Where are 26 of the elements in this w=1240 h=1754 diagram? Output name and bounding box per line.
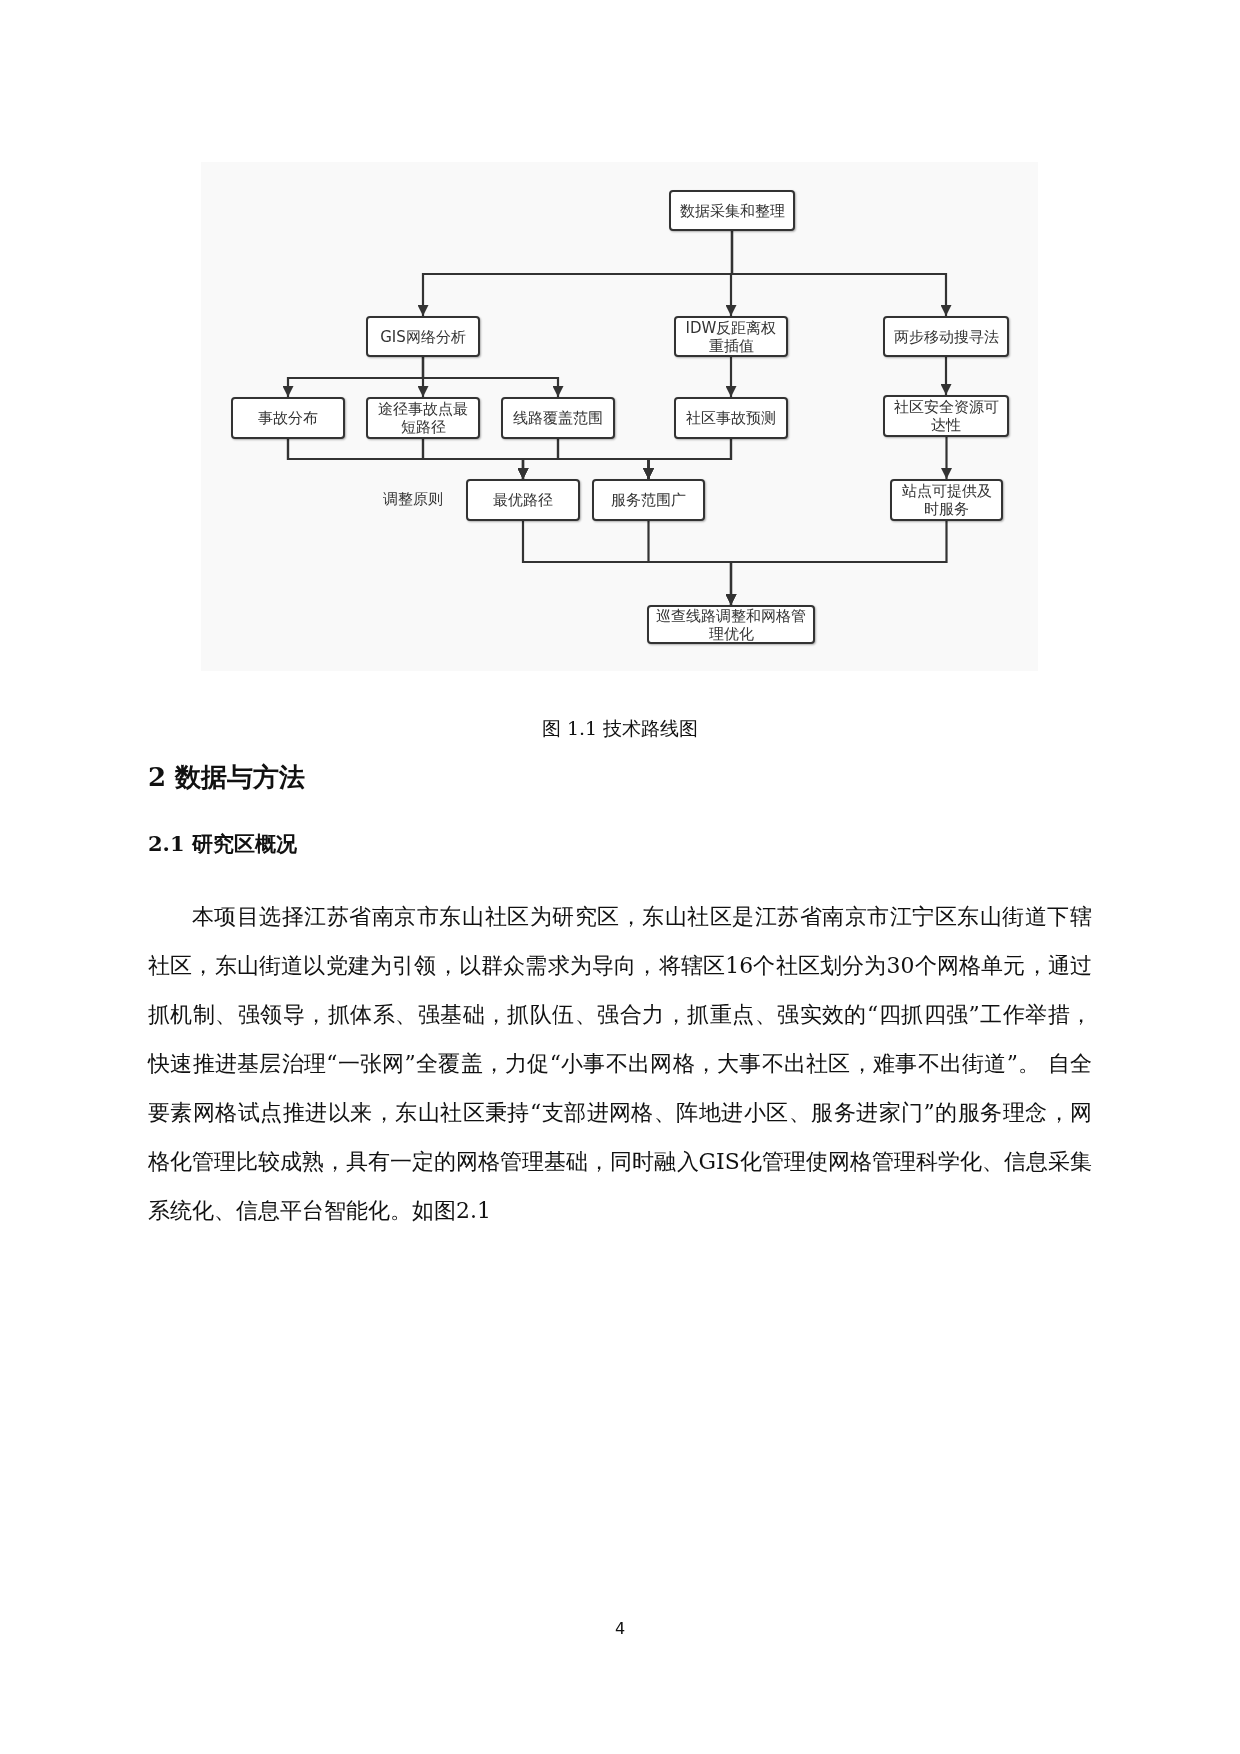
arrow	[941, 437, 952, 479]
process-box: 数据采集和整理	[669, 190, 795, 231]
process-box: 社区事故预测	[674, 397, 788, 439]
body-paragraph: 本项目选择江苏省南京市东山社区为研究区，东山社区是江苏省南京市江宁区东山街道下辖社区，东山街道以党建为引领，以群众需求为导向，将辖区16个社区划分为30个网格单元，通过抓机制、强领导，抓体系、强基础，抓队伍、强合力，抓重点、强实效的“四抓四强”工作举措，快速推进基层治理“一张网”全覆盖，力促“小事不出网格，大事不出社区，难事不出街道”。 自全要素网格试点推进以来，东山社区秉持“支部进网格、阵地进小区、服务进家门”的服务理念，网格化管理比较成熟，具有一定的网格管理基础，同时融入GIS化管理使网格管理科学化、信息采集系统化、信息平台智能化。如图2.1	[148, 903, 1092, 1225]
process-box: 两步移动搜寻法	[883, 316, 1009, 357]
process-box: 线路覆盖范围	[501, 397, 615, 439]
process-box: 事故分布	[231, 397, 345, 439]
arrow	[725, 521, 948, 605]
arrow	[421, 357, 564, 397]
arrow	[940, 357, 952, 395]
arrow	[730, 231, 952, 316]
process-box: 服务范围广	[592, 479, 705, 521]
figure-caption: 图 1.1 技术路线图	[540, 716, 700, 741]
annotation-text: 调整原则	[383, 490, 443, 509]
process-box: 途径事故点最短路径	[366, 397, 480, 439]
page-number: 4	[613, 1619, 627, 1638]
process-box: 巡查线路调整和网格管理优化	[647, 605, 815, 644]
arrow	[643, 439, 733, 479]
section-heading: 2 数据与方法	[148, 761, 306, 794]
subsection-heading: 2.1 研究区概况	[148, 830, 297, 858]
process-box: IDW反距离权重插值	[674, 316, 788, 357]
process-box: 最优路径	[466, 479, 580, 521]
arrow	[725, 357, 737, 397]
process-box: 社区安全资源可达性	[883, 395, 1009, 437]
process-box: 站点可提供及时服务	[890, 479, 1003, 521]
process-box: GIS网络分析	[366, 316, 480, 357]
